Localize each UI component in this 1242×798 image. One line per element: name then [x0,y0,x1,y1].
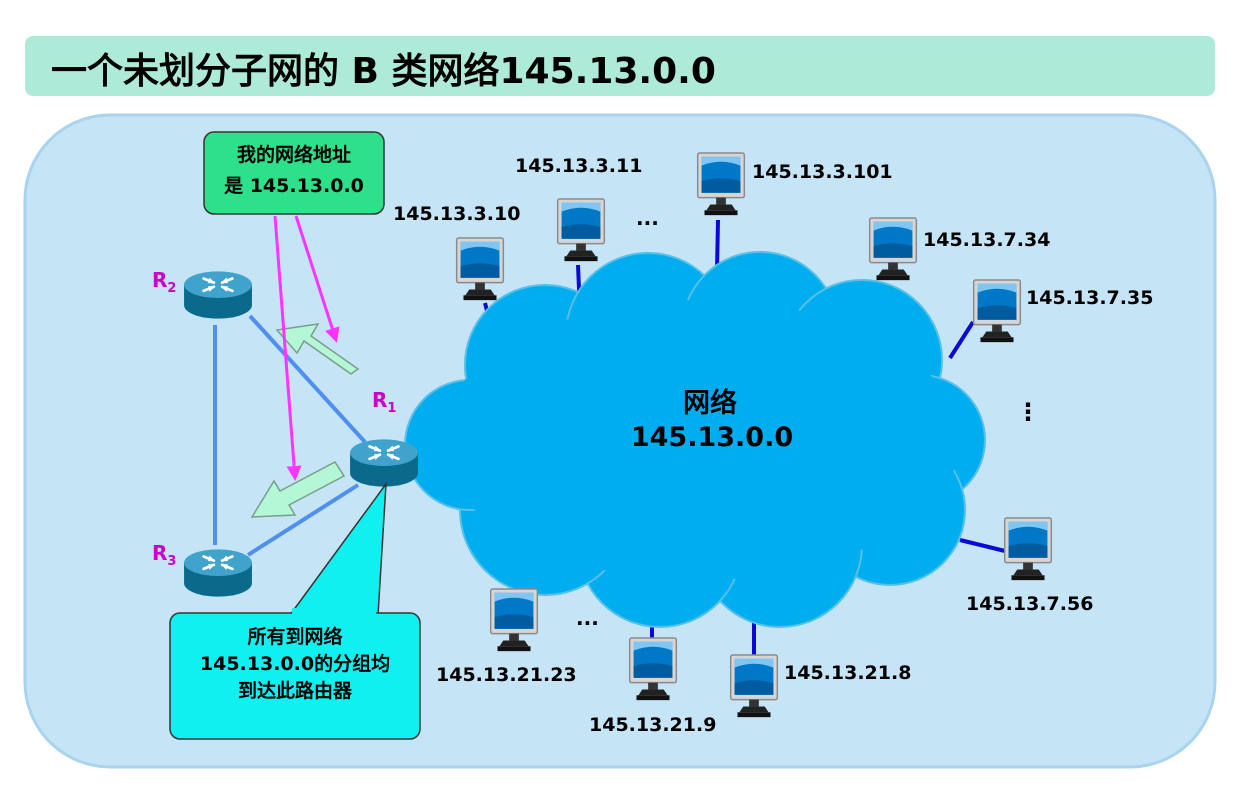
router-label-r2: R2 [152,268,176,296]
callout-bottom-line3: 到达此路由器 [238,679,353,702]
router-label-r1: R1 [372,388,396,416]
cloud-label-name: 网络 [683,387,737,419]
host-label: 145.13.7.34 [923,229,1050,251]
router-icon [182,548,254,598]
host-label: 145.13.3.101 [752,161,893,183]
router-icon [348,438,420,488]
cloud-icon [404,251,986,628]
cloud-label-address: 145.13.0.0 [631,422,793,453]
ellipsis-bottom: ... [576,606,599,630]
arrow-icon [275,323,360,375]
host-label: 145.13.21.23 [436,664,577,686]
host-label: 145.13.7.56 [966,593,1093,615]
callout-network-address [203,131,385,215]
callout-bottom-line1: 所有到网络 [247,625,342,648]
router-r3[interactable] [182,548,254,598]
ellipsis-right: ⋮ [1016,398,1040,426]
callout-top-line1: 我的网络地址 [237,143,351,166]
arrow-icon [250,461,346,518]
host-label: 145.13.7.35 [1026,287,1153,309]
router-links [213,314,367,557]
router-label-r3: R3 [152,541,176,569]
router-icon [182,270,254,320]
host-label: 145.13.21.9 [589,714,716,736]
callout-top-line2: 是 145.13.0.0 [224,175,364,197]
router-r1[interactable] [348,438,420,488]
host-label: 145.13.3.11 [515,155,642,177]
title-bar: 一个未划分子网的 B 类网络145.13.0.0 [25,36,1215,96]
router-r2[interactable] [182,270,254,320]
advertisement-arrows [273,215,340,481]
host-label: 145.13.3.10 [393,203,520,225]
page-title: 一个未划分子网的 B 类网络145.13.0.0 [51,51,716,92]
host-label: 145.13.21.8 [784,662,911,684]
ellipsis-top: ... [636,206,659,230]
callout-bottom-line2: 145.13.0.0的分组均 [200,652,390,675]
